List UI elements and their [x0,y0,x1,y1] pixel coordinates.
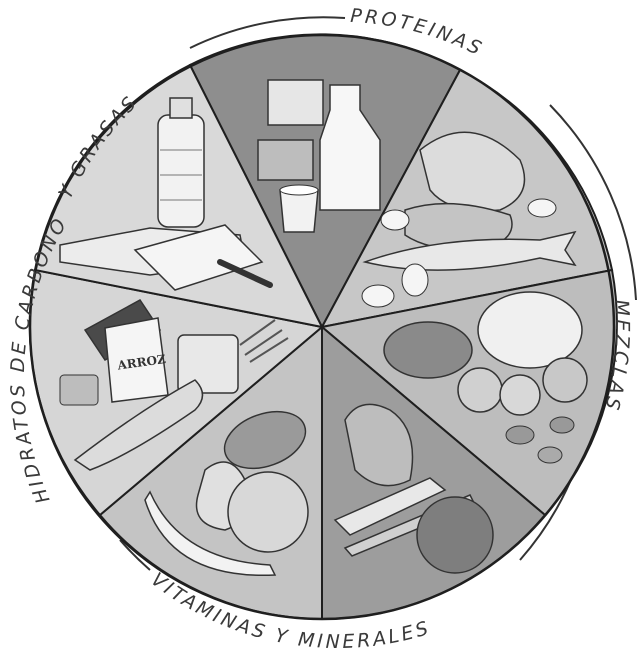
walnut-icon [543,358,587,402]
melon-icon [478,292,582,368]
walnut-icon [500,375,540,415]
bottle-cap-icon [170,98,192,118]
walnut-icon [458,368,502,412]
tomato-icon [417,497,493,573]
bean-icon [538,447,562,463]
can-icon [60,375,98,405]
egg-icon [381,210,409,230]
potato-icon [384,322,472,378]
cheese-icon [268,80,323,125]
bean-icon [550,417,574,433]
apple-icon [228,472,308,552]
bean-icon [506,426,534,444]
yogurt-cup-icon [280,190,318,232]
egg-icon [402,264,428,296]
cheese-wedge-icon [258,140,313,180]
egg-icon [528,199,556,217]
egg-icon [362,285,394,307]
oil-bottle-icon [158,115,204,227]
